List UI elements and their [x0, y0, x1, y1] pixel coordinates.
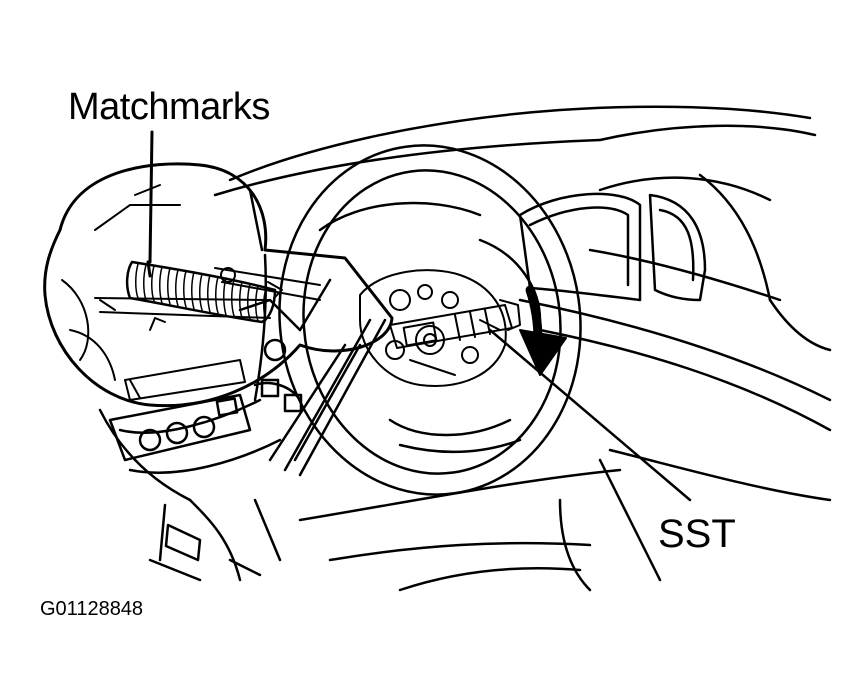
- matchmarks-leader: [148, 132, 152, 276]
- air-vent: [520, 194, 705, 300]
- rotation-arrow: [520, 290, 566, 375]
- magnified-callout: [45, 164, 392, 406]
- steering-column: [240, 280, 385, 475]
- sst-tool: [390, 300, 520, 348]
- figure-id: G01128848: [40, 598, 144, 620]
- sst-label: SST: [658, 512, 736, 556]
- sst-leader: [490, 330, 690, 500]
- column-detail: [62, 185, 320, 400]
- matchmarks-label: Matchmarks: [68, 86, 270, 128]
- threaded-shaft: [127, 262, 275, 322]
- steering-wheel: [257, 126, 603, 514]
